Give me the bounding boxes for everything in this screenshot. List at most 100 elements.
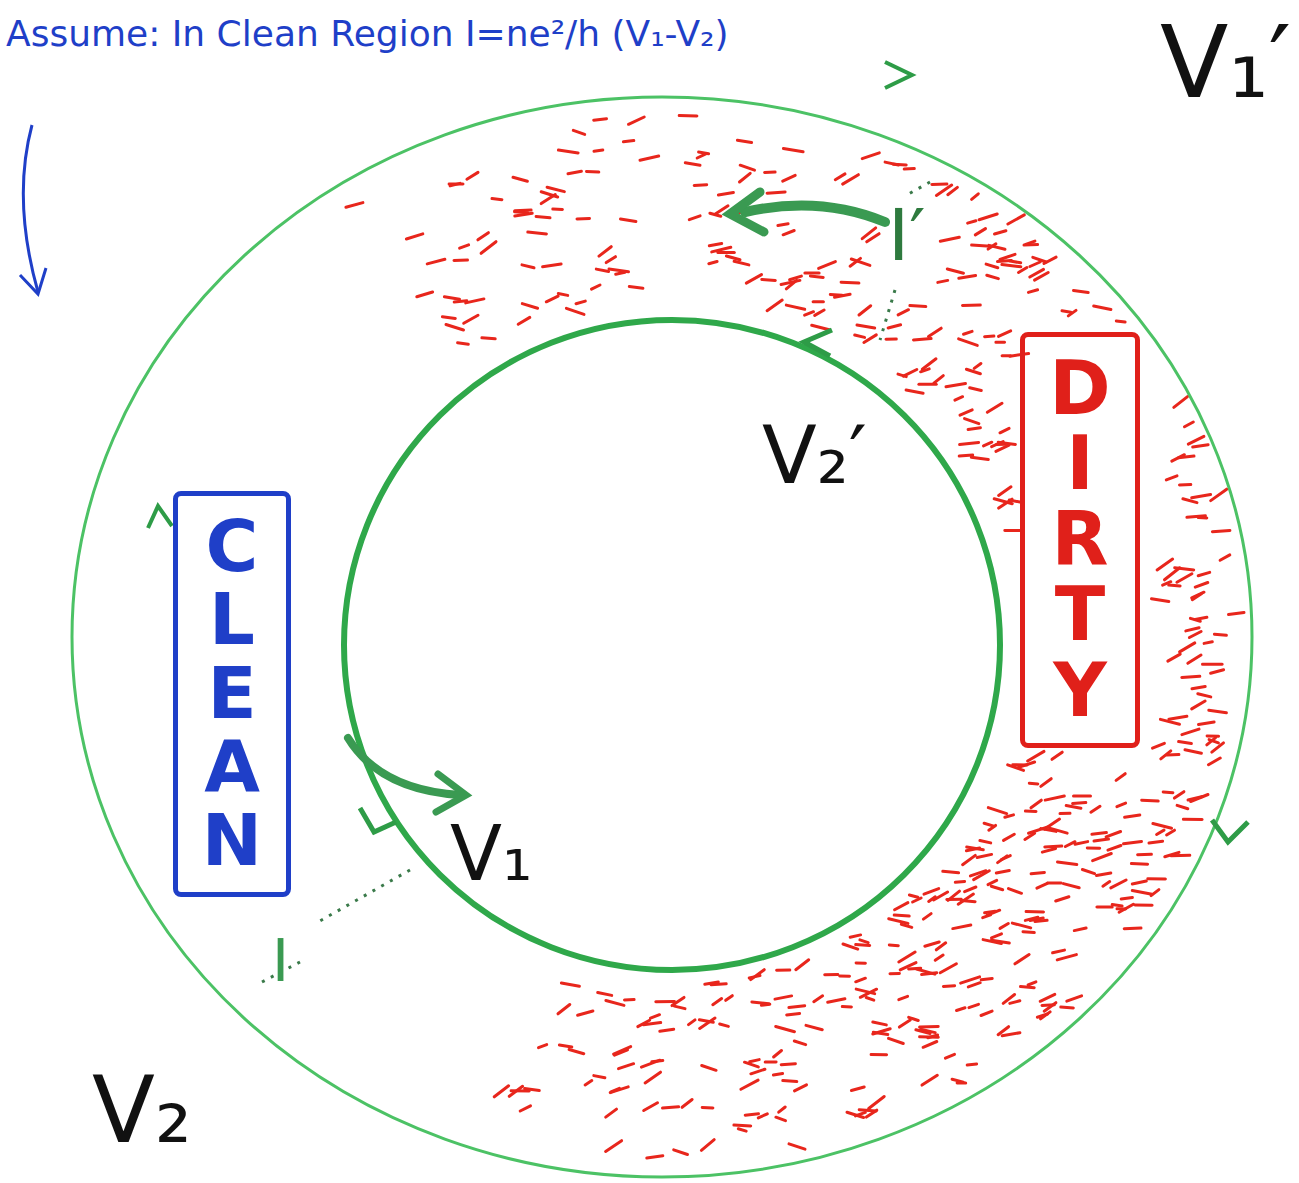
impurity-mark — [968, 221, 976, 223]
impurity-mark — [1209, 710, 1227, 712]
impurity-mark — [856, 978, 866, 982]
impurity-mark — [898, 374, 906, 377]
impurity-mark — [1026, 241, 1035, 244]
impurity-mark — [1108, 846, 1121, 851]
impurity-mark — [783, 1081, 797, 1082]
impurity-mark — [992, 934, 1002, 938]
impurity-mark — [929, 897, 936, 902]
impurity-mark — [991, 886, 1002, 890]
impurity-mark — [929, 328, 942, 336]
impurity-mark — [734, 1125, 751, 1126]
impurity-mark — [1183, 499, 1197, 503]
impurity-mark — [1172, 455, 1185, 461]
impurity-mark — [984, 823, 994, 826]
impurity-mark — [751, 1069, 765, 1074]
impurity-mark — [961, 977, 980, 983]
impurity-mark — [718, 193, 733, 195]
impurity-mark — [778, 224, 788, 226]
impurity-mark — [920, 1025, 939, 1029]
impurity-mark — [1121, 897, 1132, 899]
impurity-mark — [1003, 995, 1014, 1004]
impurity-mark — [467, 172, 478, 179]
impurity-mark — [737, 140, 751, 142]
impurity-mark — [916, 969, 935, 974]
impurity-mark — [805, 272, 819, 275]
impurity-mark — [921, 1029, 936, 1032]
impurity-mark — [1186, 628, 1199, 631]
impurity-mark — [645, 1072, 660, 1083]
impurity-mark — [856, 1112, 866, 1116]
impurity-mark — [947, 269, 963, 273]
impurity-mark — [841, 281, 859, 285]
impurity-mark — [810, 276, 823, 278]
impurity-mark — [644, 1103, 658, 1111]
impurity-mark — [1040, 994, 1055, 1001]
impurity-mark — [773, 1074, 782, 1076]
impurity-marks — [346, 116, 1244, 1159]
voltage-label: V₂ — [92, 1060, 192, 1161]
impurity-mark — [738, 1129, 746, 1131]
impurity-mark — [945, 1054, 954, 1058]
impurity-mark — [1195, 583, 1208, 588]
impurity-mark — [444, 297, 459, 300]
impurity-mark — [758, 1114, 767, 1118]
impurity-mark — [983, 940, 1001, 944]
impurity-mark — [1106, 832, 1121, 837]
impurity-mark — [528, 232, 547, 234]
impurity-mark — [971, 457, 988, 459]
dotted-leader — [905, 182, 930, 196]
impurity-mark — [640, 156, 659, 160]
impurity-mark — [1183, 818, 1202, 821]
impurity-mark — [609, 269, 629, 272]
impurity-mark — [616, 272, 625, 274]
impurity-mark — [460, 245, 469, 248]
impurity-mark — [767, 300, 782, 311]
impurity-mark — [1028, 982, 1036, 985]
impurity-mark — [1037, 883, 1047, 888]
impurity-mark — [856, 989, 875, 994]
impurity-mark — [679, 114, 697, 117]
impurity-mark — [1010, 1001, 1020, 1004]
impurity-mark — [890, 972, 899, 975]
current-arrow — [348, 738, 460, 795]
impurity-mark — [1195, 617, 1207, 619]
current-arrow — [730, 192, 764, 232]
impurity-mark — [558, 1005, 570, 1014]
impurity-mark — [576, 301, 585, 304]
region-name: CLEAN — [196, 510, 268, 877]
impurity-mark — [825, 973, 838, 976]
impurity-mark — [705, 982, 719, 984]
current-label: I — [272, 930, 289, 994]
impurity-mark — [740, 165, 754, 170]
impurity-mark — [1075, 842, 1088, 845]
impurity-mark — [569, 1050, 584, 1054]
impurity-mark — [689, 1020, 696, 1025]
impurity-mark — [936, 943, 945, 950]
impurity-mark — [1160, 719, 1179, 724]
impurity-mark — [1031, 800, 1041, 808]
impurity-mark — [594, 119, 607, 121]
impurity-mark — [996, 445, 1009, 451]
impurity-mark — [614, 1047, 631, 1055]
impurity-mark — [644, 1023, 661, 1025]
impurity-mark — [1124, 927, 1141, 931]
impurity-mark — [958, 894, 973, 904]
impurity-mark — [1212, 743, 1224, 752]
impurity-mark — [625, 998, 635, 1001]
impurity-mark — [898, 310, 908, 315]
impurity-mark — [859, 306, 871, 315]
impurity-mark — [450, 183, 460, 186]
impurity-mark — [1061, 1006, 1074, 1010]
impurity-mark — [663, 1107, 679, 1108]
impurity-mark — [511, 1089, 529, 1092]
impurity-mark — [697, 154, 706, 158]
impurity-mark — [1229, 612, 1245, 614]
impurity-mark — [1048, 881, 1062, 884]
impurity-mark — [794, 1041, 805, 1045]
impurity-mark — [988, 244, 996, 249]
impurity-mark — [1030, 262, 1040, 267]
impurity-mark — [1056, 897, 1069, 901]
edge-arrow — [1212, 820, 1248, 842]
impurity-mark — [1062, 311, 1071, 312]
impurity-mark — [1179, 742, 1192, 744]
